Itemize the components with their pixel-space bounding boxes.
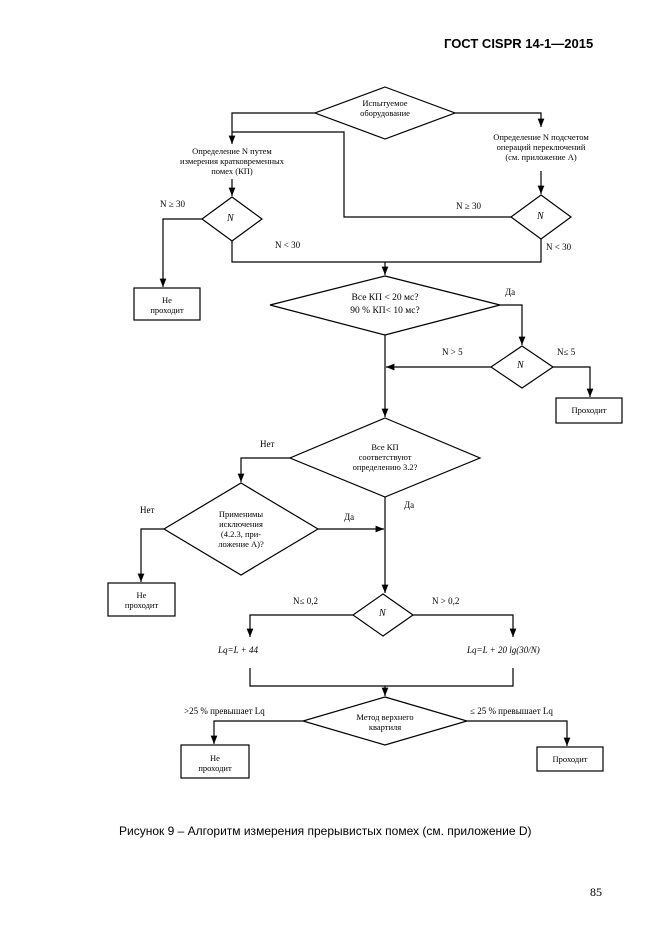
- fail-box-3: [180, 744, 250, 779]
- start-label: Испытуемое оборудование: [360, 98, 410, 118]
- kp-definition-label: Все КП соответствуют определению 3.2?: [352, 442, 418, 472]
- yes-label-2: Да: [404, 500, 415, 510]
- n-le-02: N≤ 0,2: [293, 596, 318, 606]
- exceptions-label: Применимы исключения (4.2.3, при- ложени…: [218, 509, 264, 549]
- fail-box-1: [133, 287, 201, 321]
- n-gt-02: N > 0,2: [432, 596, 460, 606]
- pass-box-2: [536, 746, 604, 772]
- decision-n-bottom: [351, 593, 415, 637]
- n-ge-30-right: N ≥ 30: [456, 201, 481, 211]
- n-ge-30-left: N ≥ 30: [160, 199, 185, 209]
- fail-label-3: Не проходит: [198, 753, 232, 773]
- lq-left-formula: Lq=L + 44: [218, 645, 258, 655]
- left-method-label: Определение N путем измерения кратковрем…: [180, 146, 284, 176]
- fail-box-2: [107, 582, 176, 617]
- exceeds-right-label: ≤ 25 % превышает Lq: [470, 706, 553, 716]
- no-label-2: Нет: [140, 505, 155, 515]
- decision-n-bottom-label: N: [379, 608, 386, 619]
- n-lt-30-left: N < 30: [275, 240, 301, 250]
- right-method-label: Определение N подсчетом операций переклю…: [493, 132, 589, 162]
- start-diamond: [313, 86, 457, 140]
- kp-duration-label: Все КП < 20 мс? 90 % КП< 10 мс?: [350, 293, 420, 316]
- fail-label-2: Не проходит: [124, 590, 159, 610]
- n-gt-5: N > 5: [442, 347, 463, 357]
- pass-box-1: [555, 397, 623, 424]
- yes-label-1: Да: [505, 287, 516, 297]
- no-label-1: Нет: [260, 439, 275, 449]
- document-header: ГОСТ CISPR 14-1—2015: [444, 36, 594, 51]
- n-lt-30-right: N < 30: [546, 242, 572, 252]
- quartile-decision: [300, 696, 470, 746]
- decision-n-kp: [489, 345, 555, 389]
- decision-n-left-label: N: [227, 213, 234, 224]
- pass-label-2: Проходит: [552, 754, 588, 764]
- n-le-5: N≤ 5: [557, 347, 576, 357]
- lq-right-formula: Lq=L + 20 lg(30/N): [467, 645, 540, 655]
- yes-label-3: Да: [344, 512, 355, 522]
- figure-caption: Рисунок 9 – Алгоритм измерения прерывист…: [119, 824, 532, 838]
- decision-n-right-label: N: [537, 211, 544, 222]
- page-number: 85: [590, 885, 602, 899]
- decision-n-kp-label: N: [517, 360, 524, 371]
- exceeds-left-label: >25 % превышает Lq: [184, 706, 265, 716]
- exceptions-decision: [162, 482, 320, 576]
- quartile-label: Метод верхнего квартиля: [356, 712, 414, 732]
- pass-label-1: Проходит: [571, 405, 607, 415]
- fail-label-1: Не проходит: [150, 295, 184, 315]
